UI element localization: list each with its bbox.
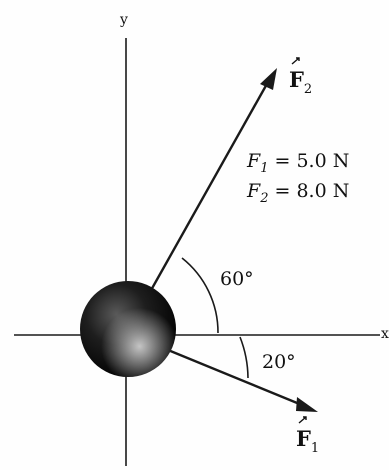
f2-label: F2	[289, 67, 312, 97]
f2-vector-line	[148, 81, 270, 293]
f1-label: F1	[296, 426, 319, 456]
ball-highlight	[80, 281, 176, 377]
f1-vector-line	[167, 348, 303, 407]
angle-label-60: 60°	[220, 268, 254, 290]
angle-arc-20	[239, 336, 249, 379]
f2-arrowhead	[260, 68, 277, 90]
angle-label-20: 20°	[262, 351, 296, 373]
angle-arc-60	[181, 257, 219, 334]
f2-vector-arrow-icon	[291, 57, 300, 65]
given-f1: F1 = 5.0 N	[246, 150, 349, 176]
y-axis-label: y	[119, 12, 128, 28]
given-f2: F2 = 8.0 N	[246, 180, 349, 206]
f1-vector-arrow-icon	[298, 416, 307, 424]
f1-arrowhead	[296, 397, 318, 412]
x-axis-label: x	[381, 326, 389, 342]
